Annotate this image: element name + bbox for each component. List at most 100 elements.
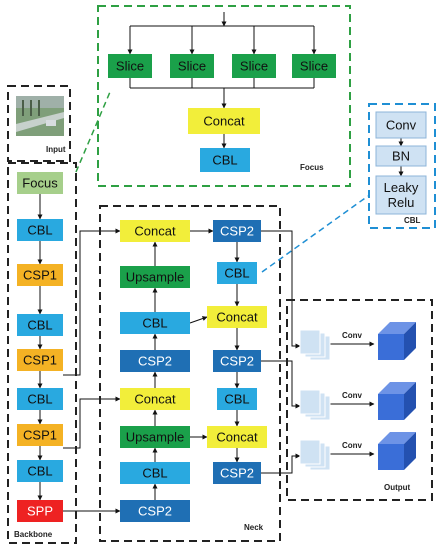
output-region-label: Output <box>384 483 411 492</box>
neck-col1-box-4-label: Concat <box>134 392 176 407</box>
cbl-module-region <box>368 103 436 229</box>
focus-region <box>97 5 351 187</box>
neck-col1-box-7-label: CSP2 <box>138 504 172 519</box>
neck-col2-box-5-label: Concat <box>216 430 258 445</box>
cbl-mod-relu-box-label-0: Leaky <box>384 180 419 195</box>
neck-col1-box-7: CSP2 <box>120 500 190 522</box>
output-cube-0 <box>378 322 416 360</box>
neck-col1-box-2-label: CBL <box>142 316 167 331</box>
output-featuremap-2 <box>299 439 331 471</box>
slice-box-2: Slice <box>232 54 276 78</box>
slice-box-0: Slice <box>108 54 152 78</box>
neck-col2-box-1-label: CBL <box>224 266 249 281</box>
output-region <box>286 299 433 501</box>
backbone-region <box>7 162 77 544</box>
neck-col1-box-0-label: Concat <box>134 224 176 239</box>
backbone-box-6: CSP1 <box>17 424 63 446</box>
neck-col2-box-2: Concat <box>207 306 267 328</box>
neck-col2-box-2-label: Concat <box>216 310 258 325</box>
neck-col2-box-3-label: CSP2 <box>220 354 254 369</box>
cbl-callout-line <box>261 195 369 273</box>
backbone-box-0-label: Focus <box>22 176 58 191</box>
slice-box-1-label: Slice <box>178 59 206 74</box>
focus-callout-line <box>75 91 111 173</box>
focus-cbl-box: CBL <box>200 148 250 172</box>
output-conv-label-0: Conv <box>342 331 363 340</box>
backbone-to-concat-top <box>63 228 121 376</box>
neck-col1-box-2: CBL <box>120 312 190 334</box>
cbl-mod-bn-box-label: BN <box>392 149 410 164</box>
backbone-box-0: Focus <box>17 172 63 194</box>
backbone-box-3-label: CBL <box>27 318 52 333</box>
backbone-box-7: CBL <box>17 460 63 482</box>
backbone-box-8: SPP <box>17 500 63 522</box>
output-featuremap-0 <box>299 329 331 361</box>
neck-to-output-1 <box>261 360 301 409</box>
slice-box-2-label: Slice <box>240 59 268 74</box>
output-conv-label-2: Conv <box>342 441 363 450</box>
backbone-box-4: CSP1 <box>17 349 63 371</box>
output-featuremap-1 <box>299 389 331 421</box>
backbone-box-3: CBL <box>17 314 63 336</box>
cbl-region-label: CBL <box>404 216 421 225</box>
slice-box-3: Slice <box>292 54 336 78</box>
neck-region-label: Neck <box>244 523 264 532</box>
slice-box-1: Slice <box>170 54 214 78</box>
neck-col1-box-0: Concat <box>120 220 190 242</box>
neck-col1-box-4: Concat <box>120 388 190 410</box>
output-conv-label-1: Conv <box>342 391 363 400</box>
neck-col1-box-6: CBL <box>120 462 190 484</box>
neck-col2-box-5: Concat <box>207 426 267 448</box>
backbone-box-2: CSP1 <box>17 264 63 286</box>
focus-cbl-box-label: CBL <box>212 153 237 168</box>
neck-col1-box-1-label: Upsample <box>126 270 185 285</box>
input-region <box>7 85 71 162</box>
focus-concat-box: Concat <box>188 108 260 134</box>
neck-to-output-0 <box>261 230 301 349</box>
neck-region <box>99 205 281 542</box>
slice-box-0-label: Slice <box>116 59 144 74</box>
neck-col2-box-6: CSP2 <box>213 462 261 484</box>
cbl-mod-conv-box: Conv <box>375 111 427 139</box>
backbone-box-6-label: CSP1 <box>23 428 57 443</box>
neck-col2-box-0: CSP2 <box>213 220 261 242</box>
neck-col1-box-6-label: CBL <box>142 466 167 481</box>
slice-box-3-label: Slice <box>300 59 328 74</box>
neck-col2-box-1: CBL <box>217 262 257 284</box>
focus-region-label: Focus <box>300 163 324 172</box>
neck-col2-box-4-label: CBL <box>224 392 249 407</box>
neck-col1-box-1: Upsample <box>120 266 190 288</box>
cbl-mod-bn-box: BN <box>375 145 427 167</box>
focus-concat-box-label: Concat <box>203 114 245 129</box>
neck-col1-box-5: Upsample <box>120 426 190 448</box>
neck-cbl-to-concat <box>189 316 208 324</box>
neck-col1-box-3: CSP2 <box>120 350 190 372</box>
cbl-mod-conv-box-label: Conv <box>386 118 417 133</box>
cbl-mod-relu-box-label-1: Relu <box>388 195 415 210</box>
output-cube-1 <box>378 382 416 420</box>
input-image <box>16 96 64 136</box>
backbone-box-8-label: SPP <box>27 504 53 519</box>
backbone-box-4-label: CSP1 <box>23 353 57 368</box>
neck-col2-box-0-label: CSP2 <box>220 224 254 239</box>
backbone-box-1-label: CBL <box>27 223 52 238</box>
input-region-label: Input <box>46 145 66 154</box>
neck-col2-box-6-label: CSP2 <box>220 466 254 481</box>
neck-col1-box-5-label: Upsample <box>126 430 185 445</box>
neck-col2-box-4: CBL <box>217 388 257 410</box>
region-frames <box>7 5 436 544</box>
backbone-box-5-label: CBL <box>27 392 52 407</box>
backbone-box-2-label: CSP1 <box>23 268 57 283</box>
output-cube-2 <box>378 432 416 470</box>
backbone-box-7-label: CBL <box>27 464 52 479</box>
neck-col2-box-3: CSP2 <box>213 350 261 372</box>
neck-col1-box-3-label: CSP2 <box>138 354 172 369</box>
neck-to-output-2 <box>261 453 301 474</box>
backbone-to-concat-mid <box>63 396 121 449</box>
